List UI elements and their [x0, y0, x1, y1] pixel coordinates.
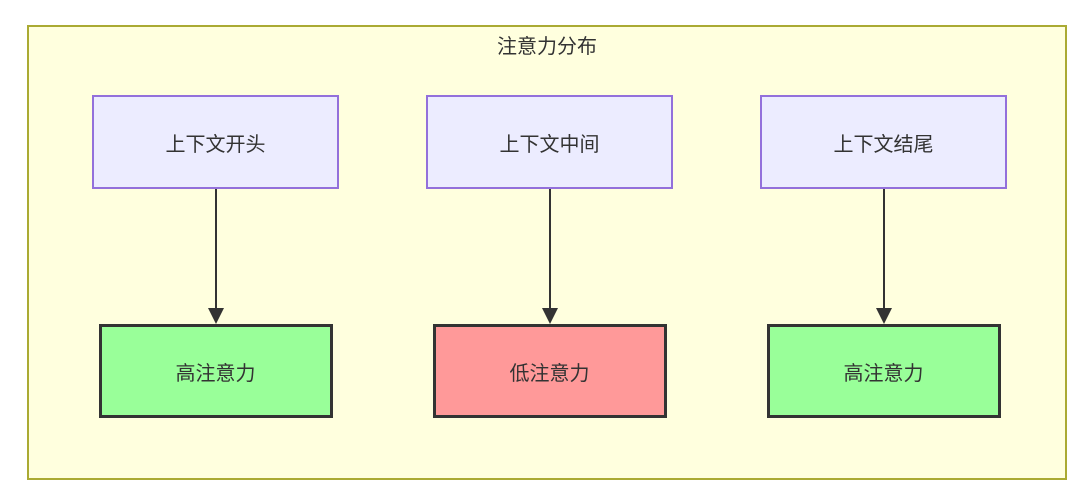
- flow-column-context-start: 上下文开头 高注意力: [92, 95, 339, 418]
- node-context-end: 上下文结尾: [760, 95, 1007, 189]
- node-context-start-label: 上下文开头: [165, 133, 266, 156]
- node-context-middle: 上下文中间: [426, 95, 673, 189]
- diagram-title: 注意力分布: [497, 36, 597, 58]
- arrow-context-middle-to-low-attention: [541, 189, 558, 324]
- node-context-start: 上下文开头: [92, 95, 339, 189]
- flow-column-context-middle: 上下文中间 低注意力: [426, 95, 673, 418]
- arrow-context-end-to-high-attention: [875, 189, 892, 324]
- node-high-attention-2: 高注意力: [766, 324, 1001, 418]
- arrowhead-icon: [541, 308, 558, 324]
- node-high-attention-2-label: 高注意力: [843, 362, 924, 385]
- node-high-attention-1: 高注意力: [98, 324, 333, 418]
- node-context-end-label: 上下文结尾: [833, 133, 934, 156]
- node-high-attention-1-label: 高注意力: [175, 362, 256, 385]
- flow-column-context-end: 上下文结尾 高注意力: [760, 95, 1007, 418]
- node-low-attention: 低注意力: [432, 324, 667, 418]
- arrowhead-icon: [875, 308, 892, 324]
- attention-distribution-subgraph: 注意力分布 上下文开头 高注意力 上下文中间 低注意力: [27, 25, 1067, 480]
- node-low-attention-label: 低注意力: [509, 362, 590, 385]
- arrow-context-start-to-high-attention: [207, 189, 224, 324]
- node-context-middle-label: 上下文中间: [499, 133, 600, 156]
- arrowhead-icon: [207, 308, 224, 324]
